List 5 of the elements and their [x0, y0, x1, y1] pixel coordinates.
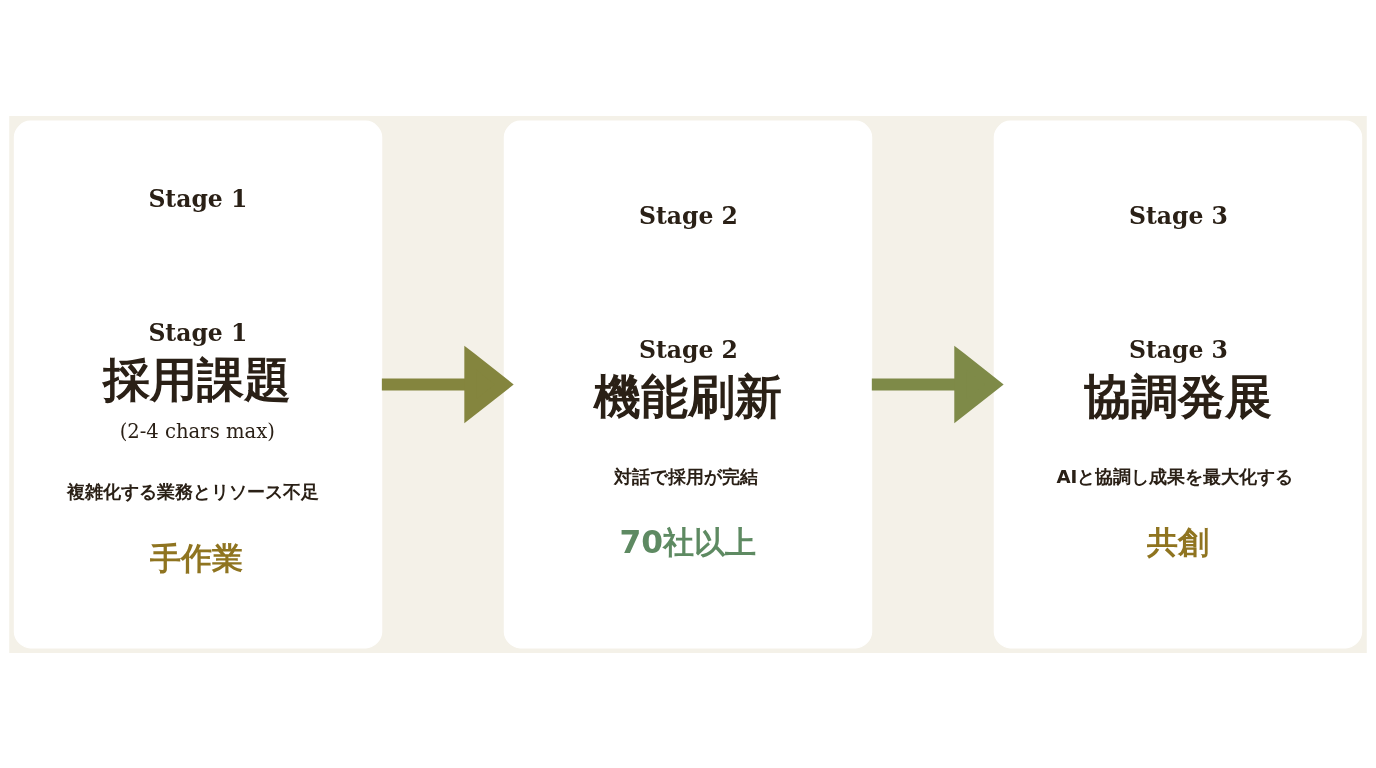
node-box: Stage 3 Stage 3 協調発展 AIと協調し成果を最大化する 共創	[993, 120, 1363, 648]
arrow	[381, 345, 514, 423]
node-box: Stage 1 Stage 1 採用課題 (2-4 chars max) 複雑化する業務とリソース不足 手作業	[13, 120, 383, 648]
arrow	[871, 345, 1004, 423]
node-box: Stage 2 Stage 2 機能刷新 対話で採用が完結 70社以上	[503, 120, 873, 648]
